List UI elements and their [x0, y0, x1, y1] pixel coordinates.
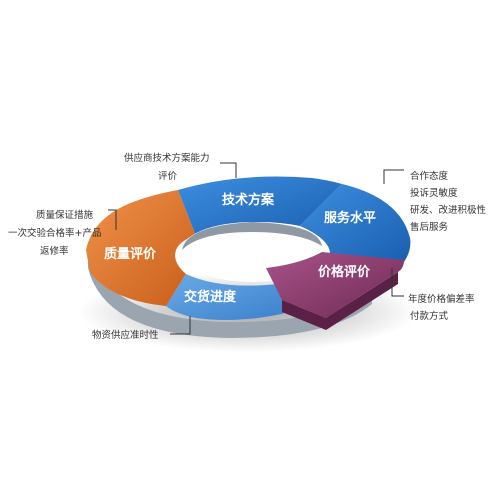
- ring-side: [88, 252, 372, 338]
- annotation-price-line2: 付款方式: [410, 310, 449, 322]
- segment-technical[interactable]: [178, 176, 342, 237]
- annotation-service-line2: 投诉灵敏度: [410, 187, 458, 199]
- annotation-delivery-line1: 物资供应准时性: [92, 329, 159, 341]
- segment-service[interactable]: [300, 184, 411, 262]
- leader-delivery: [170, 316, 191, 335]
- segment-price[interactable]: [266, 252, 404, 318]
- segment-quality[interactable]: [86, 190, 196, 306]
- ring-hole-inner-wall: [182, 222, 322, 250]
- annotation-technical-line1: 供应商技术方案能力: [124, 152, 210, 164]
- annotation-service-line1: 合作态度: [410, 170, 449, 182]
- leader-price: [391, 268, 404, 297]
- annotation-quality-line3: 返修率: [40, 245, 69, 257]
- annotation-price-line1: 年度价格偏差率: [408, 293, 475, 305]
- annotation-service-line3: 研发、改进积极性: [410, 204, 487, 216]
- segment-price-side: [282, 272, 398, 330]
- label-delivery: 交货进度: [184, 289, 237, 305]
- label-technical: 技术方案: [222, 192, 275, 208]
- annotation-quality-line1: 质量保证措施: [36, 209, 94, 221]
- annotation-service-line4: 售后服务: [410, 221, 449, 233]
- label-service: 服务水平: [324, 210, 376, 226]
- label-quality: 质量评价: [104, 246, 157, 262]
- annotation-quality-line2: 一次交验合格率+产品: [8, 227, 101, 239]
- annotation-technical-line2: 评价: [158, 171, 178, 182]
- segment-delivery[interactable]: [166, 274, 299, 320]
- label-price: 价格评价: [318, 264, 371, 280]
- leader-service: [383, 169, 404, 184]
- leader-technical: [220, 162, 237, 178]
- leader-quality: [108, 209, 117, 230]
